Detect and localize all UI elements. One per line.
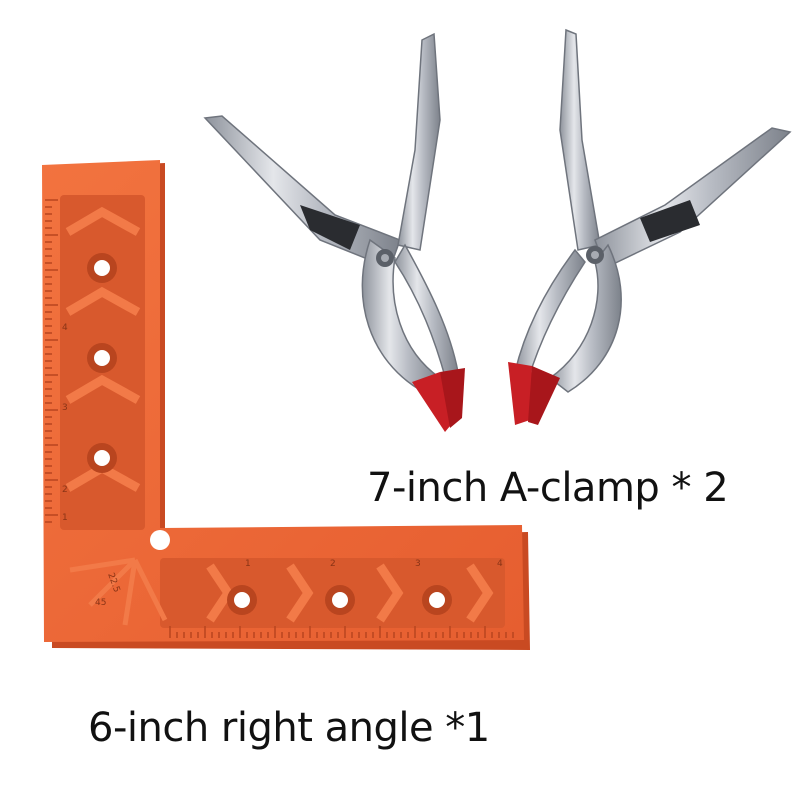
horizontal-holes — [227, 585, 452, 615]
scale-label-v-4: 4 — [62, 323, 68, 333]
clamp-tip-left — [508, 362, 532, 425]
scale-label-v-2: 2 — [62, 485, 68, 495]
a-clamp-left — [203, 32, 465, 432]
ruler-ticks-bottom — [169, 626, 514, 638]
clamp-tip-right — [440, 368, 465, 428]
right-angle-square: 4 3 2 1 1 2 3 4 22.5 45 — [42, 160, 530, 650]
angle-label-45: 45 — [95, 598, 106, 608]
scale-label-v-1: 1 — [62, 513, 68, 523]
scale-label-h-2: 2 — [330, 559, 336, 569]
vertical-holes — [87, 253, 117, 473]
scale-label-v-3: 3 — [62, 403, 68, 413]
clamp-caption: 7-inch A-clamp * 2 — [367, 465, 729, 511]
a-clamp-right — [508, 28, 792, 425]
corner-notch — [150, 530, 170, 550]
scale-label-h-3: 3 — [415, 559, 421, 569]
square-caption: 6-inch right angle *1 — [88, 705, 490, 751]
scale-label-h-1: 1 — [245, 559, 251, 569]
ruler-ticks-left — [45, 199, 58, 523]
scale-label-h-4: 4 — [497, 559, 503, 569]
angle-fan — [69, 557, 168, 626]
clamp-tip-right — [528, 366, 560, 425]
horizontal-chevrons — [206, 563, 494, 623]
